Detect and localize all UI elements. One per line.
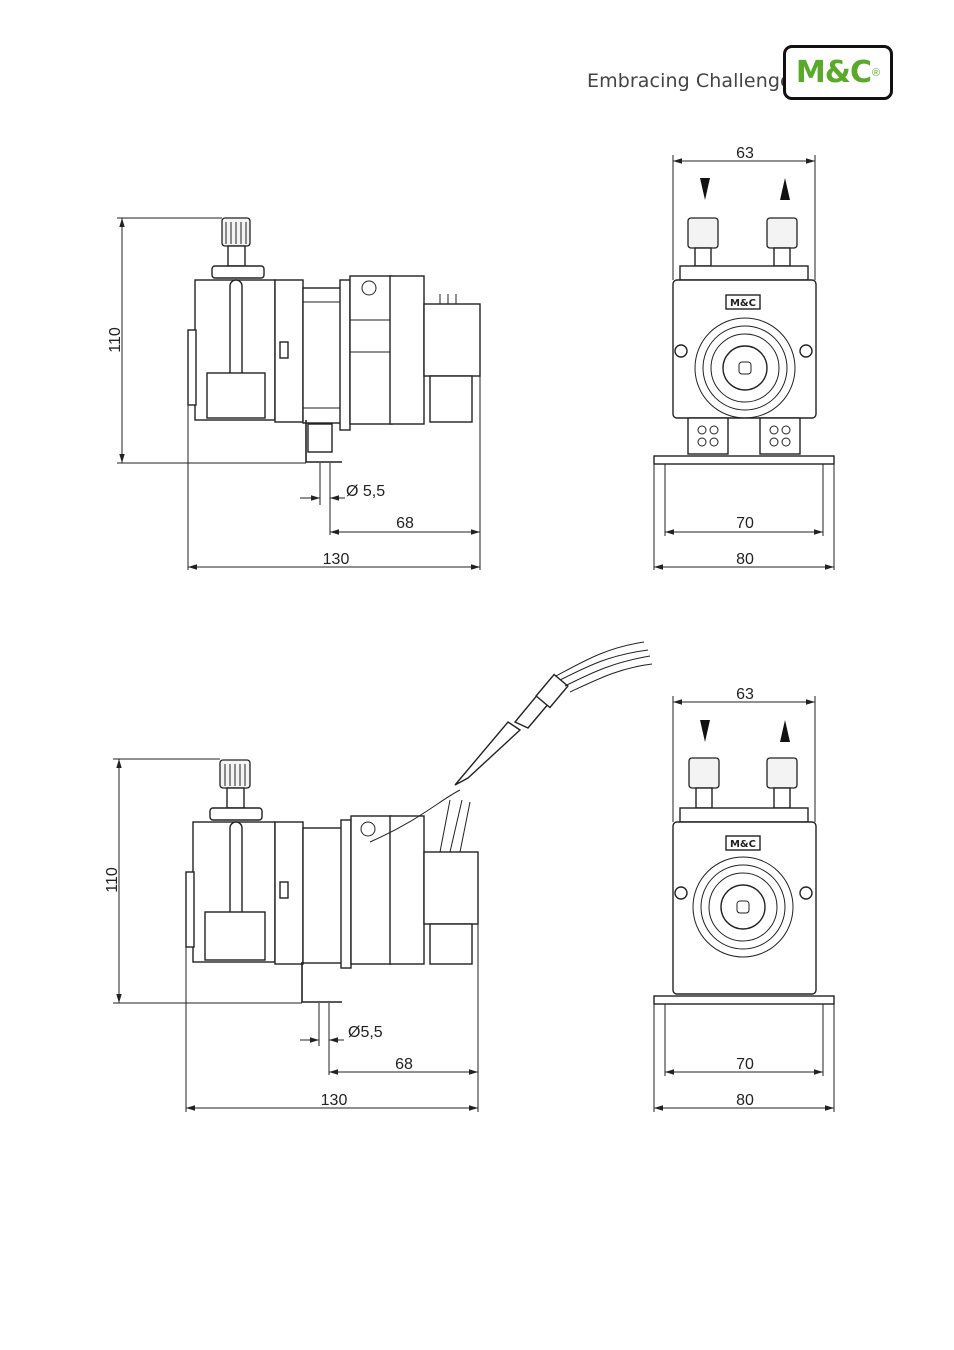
top-side-view: 110 Ø 5,5 68 130	[107, 217, 481, 570]
tagline: Embracing Challenge	[587, 70, 792, 92]
dim-length-bottom: 130	[321, 1092, 348, 1109]
page-header: Embracing Challenge M&C®	[0, 0, 954, 130]
logo-text: M&C	[795, 55, 872, 90]
dim-top-width-bottom: 63	[736, 686, 754, 703]
dim-base-width: 80	[736, 551, 754, 568]
dim-height: 110	[107, 327, 124, 353]
dim-hole-bottom: Ø5,5	[348, 1024, 383, 1041]
bottom-front-view: M&C 63 70 80	[653, 686, 835, 1112]
dim-height-bottom: 110	[104, 867, 121, 893]
dim-hole: Ø 5,5	[346, 483, 385, 500]
registered-mark: ®	[871, 66, 881, 79]
pump-front-body-bottom: M&C	[653, 720, 835, 1005]
dim-depth-bottom: 68	[395, 1056, 413, 1073]
dim-top-width: 63	[736, 145, 754, 162]
dim-inner-width: 70	[736, 515, 754, 532]
dim-base-width-bottom: 80	[736, 1092, 754, 1109]
dim-depth: 68	[396, 515, 414, 532]
pump-side-body-cable	[185, 641, 653, 1003]
pump-front-body: M&C	[653, 178, 835, 465]
brand-logo: M&C®	[783, 45, 893, 100]
dim-length: 130	[323, 551, 350, 568]
top-front-view: M&C 63 70 80	[653, 145, 835, 570]
pump-side-body	[187, 217, 481, 463]
dim-inner-width-bottom: 70	[736, 1056, 754, 1073]
bottom-side-view: 110 Ø5,5 68 130	[104, 641, 653, 1112]
front-badge: M&C	[730, 298, 756, 309]
front-badge-bottom: M&C	[730, 839, 756, 850]
